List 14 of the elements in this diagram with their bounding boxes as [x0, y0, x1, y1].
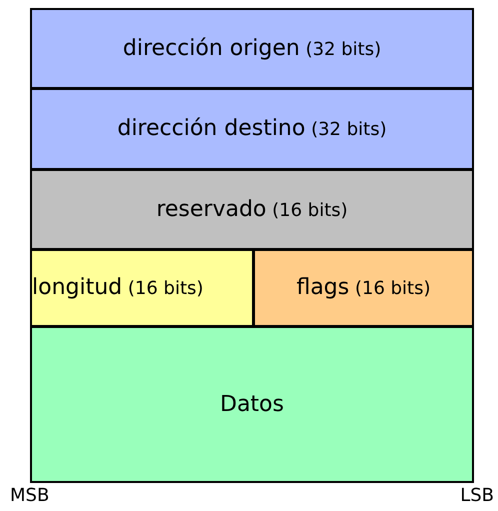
- field-box: [30, 249, 254, 327]
- field-box: [30, 8, 474, 89]
- field-label: dirección origen (32 bits): [122, 38, 382, 60]
- bit-order-label: MSB: [10, 487, 50, 505]
- field-label: flags (16 bits): [296, 277, 431, 299]
- field-label: longitud (16 bits): [32, 277, 204, 299]
- bit-order-label: LSB: [460, 487, 494, 505]
- field-box: [30, 88, 474, 170]
- field-box: [253, 249, 474, 327]
- field-label: Datos: [220, 394, 284, 416]
- field-label: reservado (16 bits): [156, 198, 348, 220]
- field-box: [30, 169, 474, 250]
- field-box: [30, 326, 474, 483]
- field-label: dirección destino (32 bits): [117, 118, 387, 140]
